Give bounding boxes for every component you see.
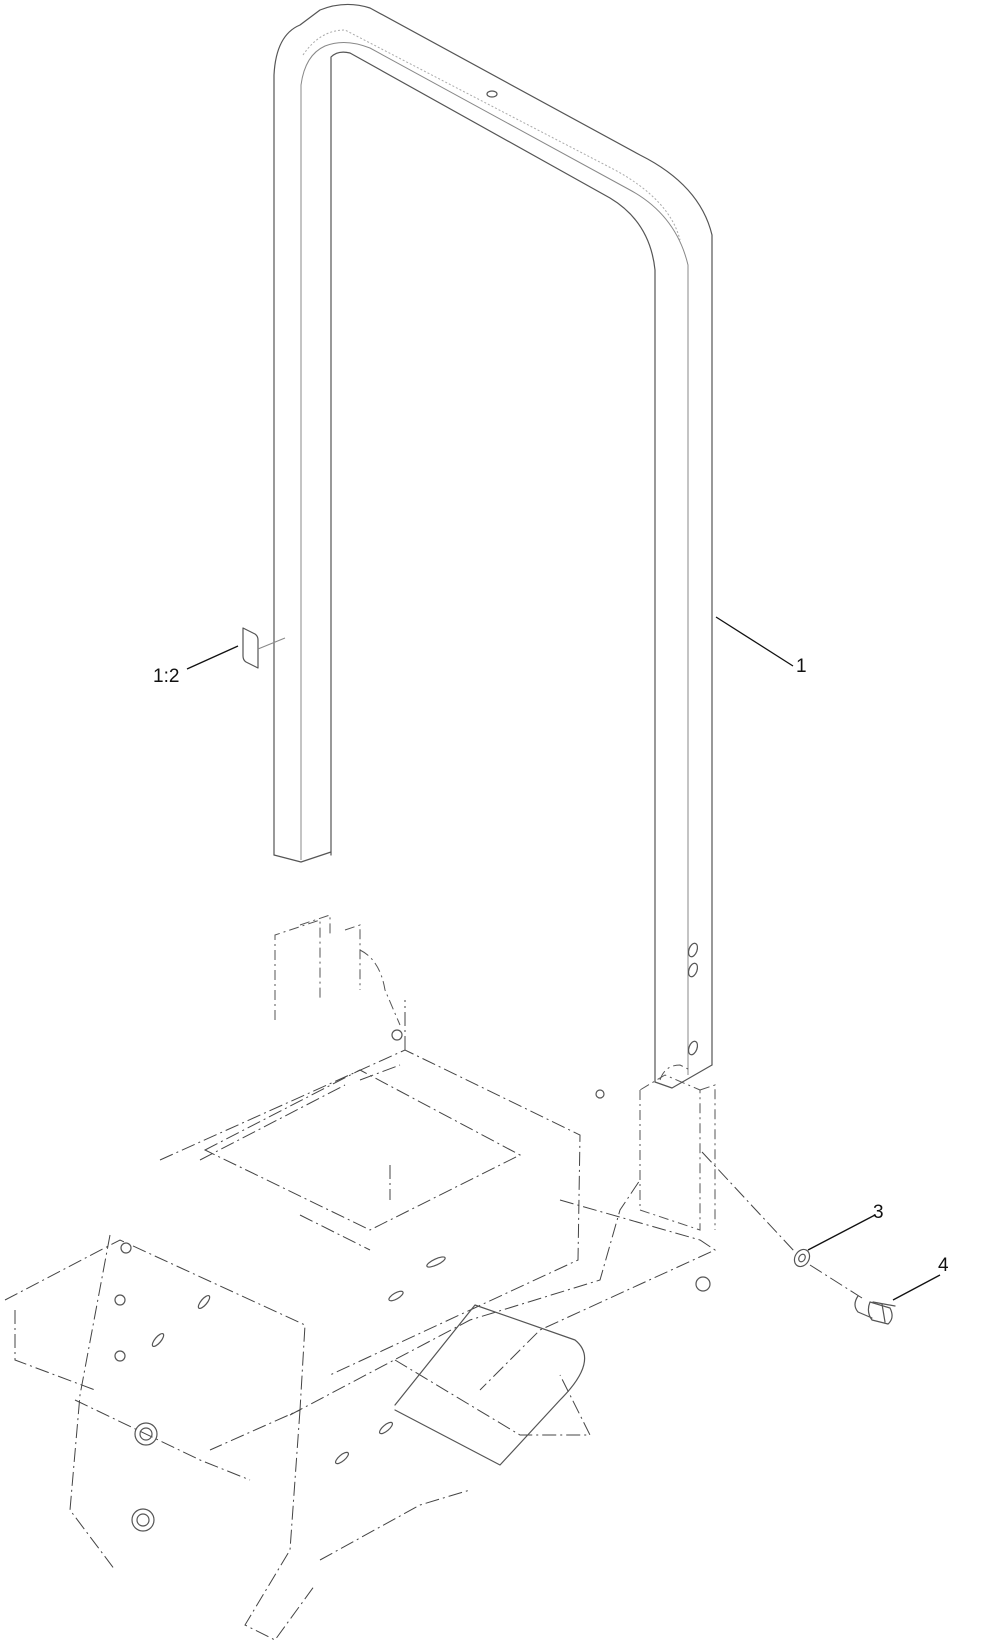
washer — [793, 1248, 811, 1268]
bolt — [854, 1295, 896, 1325]
leader-line-1-2 — [186, 645, 239, 670]
callout-4: 4 — [938, 1255, 949, 1276]
leader-line-4 — [892, 1274, 941, 1301]
leader-line-3 — [807, 1214, 876, 1251]
roll-bar-hoop — [273, 3, 713, 1089]
decal — [242, 627, 286, 669]
callout-1: 1 — [796, 656, 807, 677]
callout-3: 3 — [873, 1202, 884, 1223]
leader-line-1 — [715, 616, 794, 667]
frame-assembly — [4, 914, 717, 1641]
callout-1-2: 1:2 — [153, 666, 180, 687]
